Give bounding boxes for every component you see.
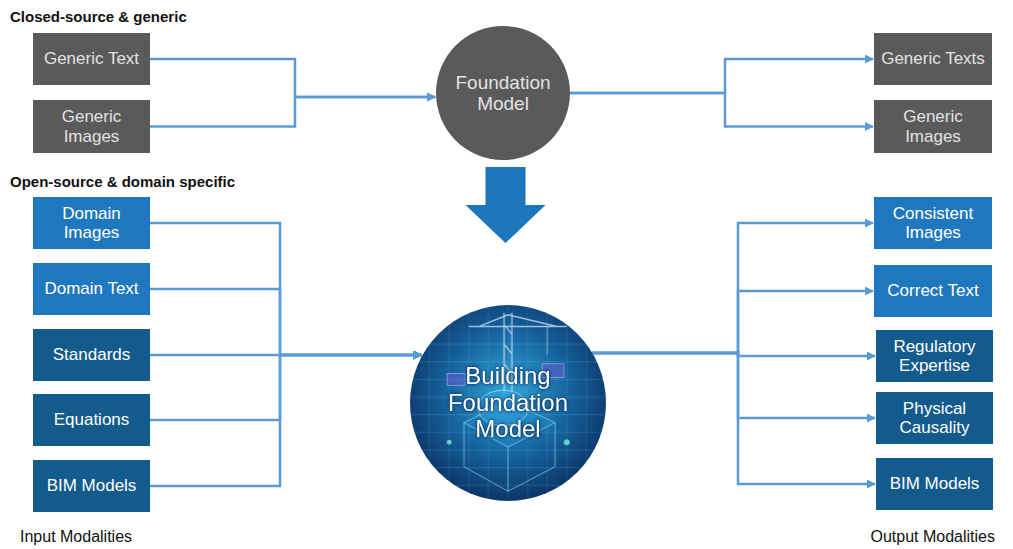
section-heading: Open-source & domain specific — [10, 173, 235, 190]
domain-input-box: Domain Text — [33, 263, 150, 315]
node-label: Domain Text — [44, 279, 138, 298]
node-label: Consistent Images — [880, 204, 986, 242]
node-label: Generic Texts — [881, 49, 985, 68]
connector — [150, 59, 435, 97]
domain-input-box: Domain Images — [33, 197, 150, 249]
axis-caption: Output Modalities — [870, 528, 995, 546]
connector — [150, 289, 422, 355]
generic-input-box: Generic Text — [33, 33, 150, 85]
node-label: BIM Models — [890, 474, 980, 493]
domain-output-box: Physical Causality — [876, 392, 993, 444]
node-label: Generic Images — [39, 107, 144, 145]
node-label: Standards — [53, 345, 131, 364]
node-label: Building Foundation Model — [440, 363, 576, 444]
connector — [150, 355, 422, 486]
node-label: Regulatory Expertise — [882, 337, 987, 375]
domain-input-box: BIM Models — [33, 460, 150, 512]
connector — [466, 167, 546, 243]
connector — [592, 353, 875, 418]
node-label: Physical Causality — [882, 399, 987, 437]
domain-input-box: Equations — [33, 394, 150, 446]
section-heading: Closed-source & generic — [10, 8, 187, 25]
domain-output-box: Correct Text — [874, 265, 992, 317]
generic-output-box: Generic Texts — [874, 33, 992, 85]
domain-output-box: Consistent Images — [874, 197, 992, 249]
connector — [592, 291, 873, 353]
connector — [150, 97, 435, 127]
connector — [570, 59, 873, 93]
axis-caption: Input Modalities — [20, 528, 132, 546]
building-foundation-model-circle: Building Foundation Model — [410, 305, 606, 501]
connector — [150, 223, 422, 355]
node-label: BIM Models — [47, 476, 137, 495]
connector — [592, 353, 875, 484]
node-label: Equations — [54, 410, 130, 429]
node-label: Generic Text — [44, 49, 139, 68]
foundation-model-circle: Foundation Model — [436, 26, 570, 160]
generic-output-box: Generic Images — [874, 100, 992, 153]
node-label: Generic Images — [880, 107, 986, 145]
connector — [570, 93, 873, 127]
domain-output-box: BIM Models — [876, 458, 993, 510]
domain-output-box: Regulatory Expertise — [876, 330, 993, 382]
connector — [150, 355, 422, 420]
node-label: Foundation Model — [450, 72, 556, 115]
node-label: Correct Text — [887, 281, 978, 300]
connector — [592, 223, 873, 353]
node-label: Domain Images — [39, 204, 144, 242]
generic-input-box: Generic Images — [33, 100, 150, 153]
domain-input-box: Standards — [33, 329, 150, 381]
